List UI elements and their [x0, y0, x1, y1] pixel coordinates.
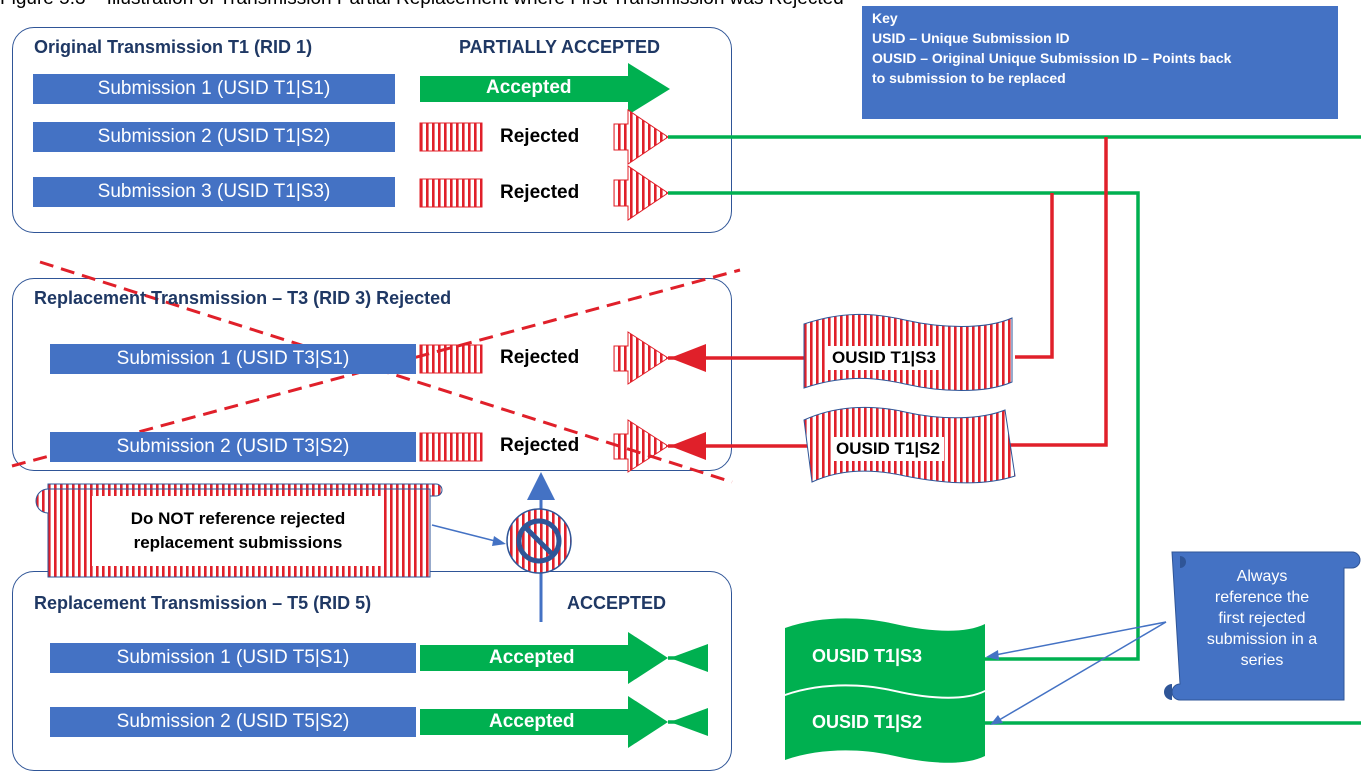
- always-line5: series: [1240, 652, 1284, 669]
- donot-text: Do NOT reference rejected replacement su…: [92, 507, 384, 555]
- always-line4: submission in a: [1206, 631, 1318, 648]
- pointer-always-1: [989, 621, 1167, 657]
- donot-line2: replacement submissions: [133, 533, 343, 552]
- always-line2: reference the: [1214, 589, 1310, 606]
- flag-t5-ousid-s2: [785, 686, 985, 763]
- ousid-label-t5-s3: OUSID T1|S3: [812, 646, 923, 666]
- t5-title: Replacement Transmission – T5 (RID 5): [34, 593, 372, 613]
- rejected-box-t1-s2: [419, 122, 483, 152]
- submission-t3-s1: Submission 1 (USID T3|S1): [50, 344, 416, 374]
- rejected-label-t3-s1: Rejected: [500, 347, 580, 368]
- ousid-label-t5-s2: OUSID T1|S2: [812, 712, 923, 732]
- accepted-label-t5-s1: Accepted: [489, 647, 575, 668]
- key-ousid-line2: to submission to be replaced: [872, 70, 1066, 86]
- no-entry-icon: [506, 508, 572, 574]
- submission-t5-s1: Submission 1 (USID T5|S1): [50, 643, 416, 673]
- key-title: Key: [872, 10, 898, 26]
- rejected-arrow-t3-s2: [613, 419, 669, 473]
- always-text: Always reference the first rejected subm…: [1180, 566, 1344, 671]
- submission-t1-s3: Submission 3 (USID T1|S3): [33, 177, 395, 207]
- rejected-box-t3-s1: [419, 344, 483, 374]
- t5-status: ACCEPTED: [567, 593, 667, 613]
- rejected-label-t1-s3: Rejected: [500, 182, 580, 203]
- rejected-arrow-t1-s2: [613, 109, 669, 165]
- donot-banner: [35, 483, 443, 578]
- rejected-label-t3-s2: Rejected: [500, 435, 580, 456]
- green-arrowhead-t5-s1: [670, 644, 708, 672]
- figure-caption: Figure 5.3 – Illustration of Transmissio…: [0, 0, 844, 10]
- t1-title: Original Transmission T1 (RID 1): [34, 37, 313, 57]
- pointer-always-2-head: [990, 715, 1003, 725]
- rejected-box-t3-s2: [419, 432, 483, 462]
- rejected-arrow-t3-s1: [613, 331, 669, 385]
- accepted-label-t1: Accepted: [486, 77, 572, 98]
- blue-up-arrowhead: [527, 472, 555, 500]
- pointer-donot: [431, 524, 504, 544]
- submission-t3-s2: Submission 2 (USID T3|S2): [50, 432, 416, 462]
- key-ousid-line1: OUSID – Original Unique Submission ID – …: [872, 50, 1232, 66]
- flag-t5-ousid-s3: [785, 618, 985, 697]
- rejected-arrow-t1-s3: [613, 165, 669, 221]
- red-arrowhead-t3-s2: [670, 432, 706, 460]
- key-box: Key USID – Unique Submission ID OUSID – …: [862, 6, 1338, 119]
- donot-line1: Do NOT reference rejected: [130, 509, 346, 528]
- pointer-always-2: [993, 621, 1167, 724]
- ousid-label-t3-s2: OUSID T1|S2: [832, 437, 944, 461]
- red-arrowhead-t3-s1: [670, 344, 706, 372]
- pointer-donot-head: [492, 536, 506, 546]
- rejected-label-t1-s2: Rejected: [500, 126, 580, 147]
- accepted-arrow-t5-s2: [420, 696, 668, 748]
- always-line1: Always: [1236, 568, 1288, 585]
- submission-t1-s2: Submission 2 (USID T1|S2): [33, 122, 395, 152]
- t1-status: PARTIALLY ACCEPTED: [459, 37, 661, 57]
- red-connectors: [668, 137, 1108, 448]
- submission-t5-s2: Submission 2 (USID T5|S2): [50, 707, 416, 737]
- accepted-label-t5-s2: Accepted: [489, 711, 575, 732]
- key-usid: USID – Unique Submission ID: [872, 30, 1070, 46]
- always-scroll: [1164, 551, 1361, 701]
- ousid-label-t3-s3: OUSID T1|S3: [828, 346, 940, 370]
- accepted-arrow-t5-s1: [420, 632, 668, 684]
- t3-title: Replacement Transmission – T3 (RID 3) Re…: [34, 288, 452, 308]
- submission-t1-s1: Submission 1 (USID T1|S1): [33, 74, 395, 104]
- always-line3: first rejected: [1218, 610, 1306, 627]
- accepted-arrow-t1: [420, 63, 670, 115]
- green-arrowhead-t5-s2: [670, 708, 708, 736]
- pointer-always-1-head: [986, 650, 999, 660]
- rejected-box-t1-s3: [419, 178, 483, 208]
